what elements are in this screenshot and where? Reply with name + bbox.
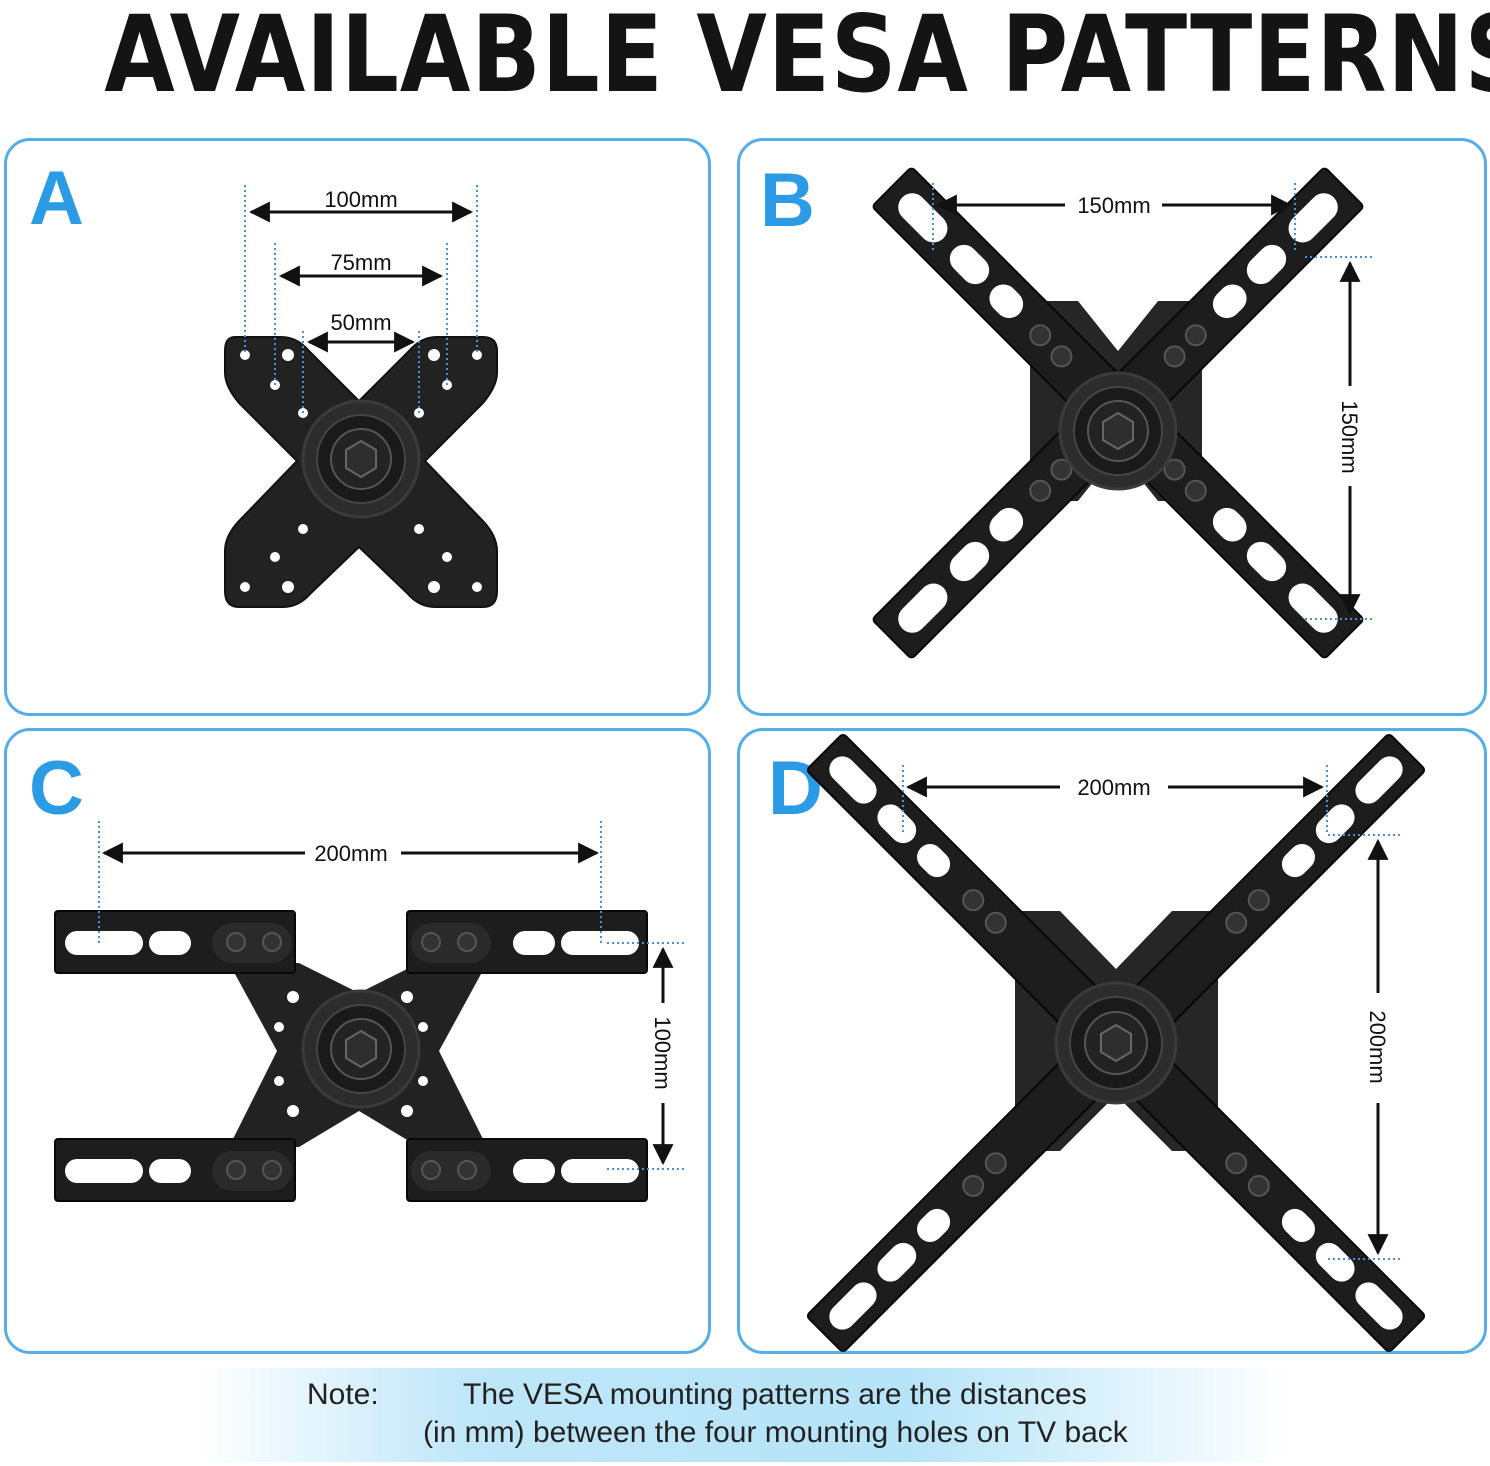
panel-c: C <box>4 728 711 1354</box>
arm-b-3 <box>1105 400 1364 659</box>
dim-a-50: 50mm <box>330 310 391 335</box>
vesa-plate-d-diagram: 200mm 200mm <box>806 733 1426 1353</box>
panel-a: A <box>4 138 711 716</box>
dim-c-horizontal: 200mm <box>314 841 387 866</box>
dim-d-vertical: 200mm <box>1365 1010 1390 1083</box>
panel-letter-c: C <box>29 746 84 831</box>
arm-d-1 <box>806 733 1119 1046</box>
note-banner: Note: The VESA mounting patterns are the… <box>200 1368 1290 1462</box>
arm-b-4 <box>872 400 1131 659</box>
dim-b-vertical: 150mm <box>1337 400 1362 473</box>
panel-d: D <box>737 728 1487 1354</box>
bar-c-bottom-right <box>406 1138 648 1202</box>
arm-b-1 <box>872 167 1131 426</box>
dim-d-horizontal: 200mm <box>1077 775 1150 800</box>
panel-letter-b: B <box>760 158 815 243</box>
dim-a-75: 75mm <box>330 250 391 275</box>
vesa-plate-a-diagram: 100mm 75mm 50mm <box>224 185 498 608</box>
panel-letter-a: A <box>29 156 84 241</box>
dim-b-horizontal: 150mm <box>1077 193 1150 218</box>
panel-b: B <box>737 138 1487 716</box>
bar-c-top-right <box>406 910 648 974</box>
dim-a-100: 100mm <box>324 187 397 212</box>
note-line-2: (in mm) between the four mounting holes … <box>423 1416 1128 1449</box>
vesa-plate-c-diagram: 200mm 100mm <box>54 821 685 1202</box>
arm-b-2 <box>1105 167 1364 426</box>
note-line-1: The VESA mounting patterns are the dista… <box>463 1378 1087 1411</box>
arm-d-4 <box>806 1040 1119 1353</box>
arm-d-3 <box>1113 1040 1426 1353</box>
arm-d-2 <box>1113 733 1426 1046</box>
dim-c-vertical: 100mm <box>650 1016 675 1089</box>
page-title: AVAILABLE VESA PATTERNS <box>104 0 1490 116</box>
vesa-plate-b-diagram: 150mm 150mm <box>872 167 1372 659</box>
note-label: Note: <box>307 1378 379 1411</box>
bar-c-top-left <box>54 910 296 974</box>
bar-c-bottom-left <box>54 1138 296 1202</box>
